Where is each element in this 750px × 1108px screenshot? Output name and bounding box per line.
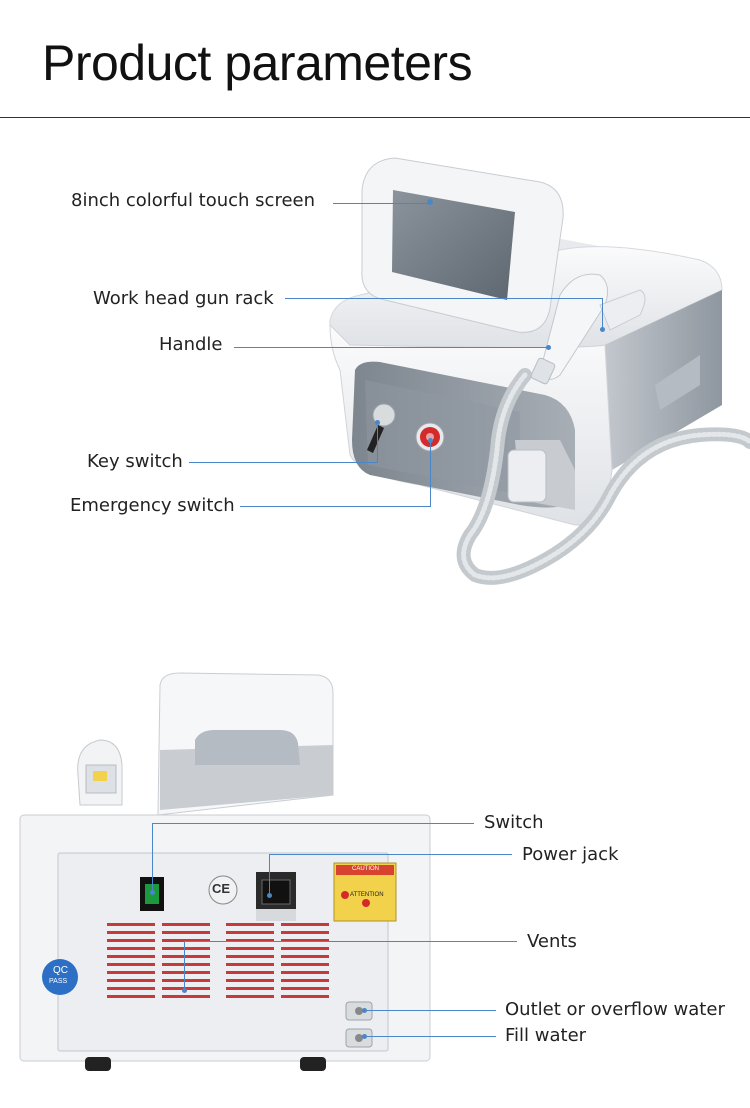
- leader-key-switch-rise: [377, 422, 378, 463]
- dot-emergency-switch: [428, 438, 433, 443]
- label-touch-screen: 8inch colorful touch screen: [71, 190, 316, 211]
- label-key-switch: Key switch: [87, 451, 183, 472]
- leader-power-jack-drop: [269, 854, 270, 896]
- label-switch: Switch: [484, 812, 544, 833]
- leader-gun-rack-drop: [602, 298, 603, 330]
- leader-vents-drop: [184, 941, 185, 991]
- leader-outlet-water: [364, 1010, 496, 1011]
- leader-emergency-rise: [430, 440, 431, 507]
- leader-vents: [184, 941, 517, 942]
- dot-gun-rack: [600, 327, 605, 332]
- label-vents: Vents: [527, 931, 577, 952]
- label-gun-rack: Work head gun rack: [93, 288, 274, 309]
- page-title: Product parameters: [42, 35, 473, 91]
- dot-key-switch: [375, 420, 380, 425]
- qc-mark: QC: [53, 965, 68, 976]
- leader-switch: [152, 823, 474, 824]
- ce-mark: CE: [212, 881, 231, 896]
- dot-outlet-water: [362, 1008, 367, 1013]
- leader-emergency-switch: [240, 506, 430, 507]
- label-handle: Handle: [159, 334, 223, 355]
- pass-mark: PASS: [49, 978, 68, 985]
- dot-switch: [150, 890, 155, 895]
- caution-mark: CAUTION: [352, 866, 379, 872]
- label-power-jack: Power jack: [522, 844, 619, 865]
- leader-fill-water: [364, 1036, 496, 1037]
- leader-power-jack: [269, 854, 512, 855]
- leader-handle: [234, 347, 548, 348]
- leader-gun-rack: [285, 298, 602, 299]
- dot-vents: [182, 988, 187, 993]
- attention-mark: ATTENTION: [350, 892, 384, 898]
- leader-switch-drop: [152, 823, 153, 893]
- leader-touch-screen: [333, 203, 430, 204]
- dot-fill-water: [362, 1034, 367, 1039]
- back-device-illustration: [19, 672, 431, 1071]
- dot-power-jack: [267, 893, 272, 898]
- label-fill-water: Fill water: [505, 1025, 587, 1046]
- front-device-illustration: [329, 157, 750, 585]
- dot-handle: [546, 345, 551, 350]
- title-divider: [0, 117, 750, 118]
- label-outlet-water: Outlet or overflow water: [505, 999, 725, 1020]
- label-emergency-switch: Emergency switch: [70, 495, 235, 516]
- leader-key-switch: [189, 462, 377, 463]
